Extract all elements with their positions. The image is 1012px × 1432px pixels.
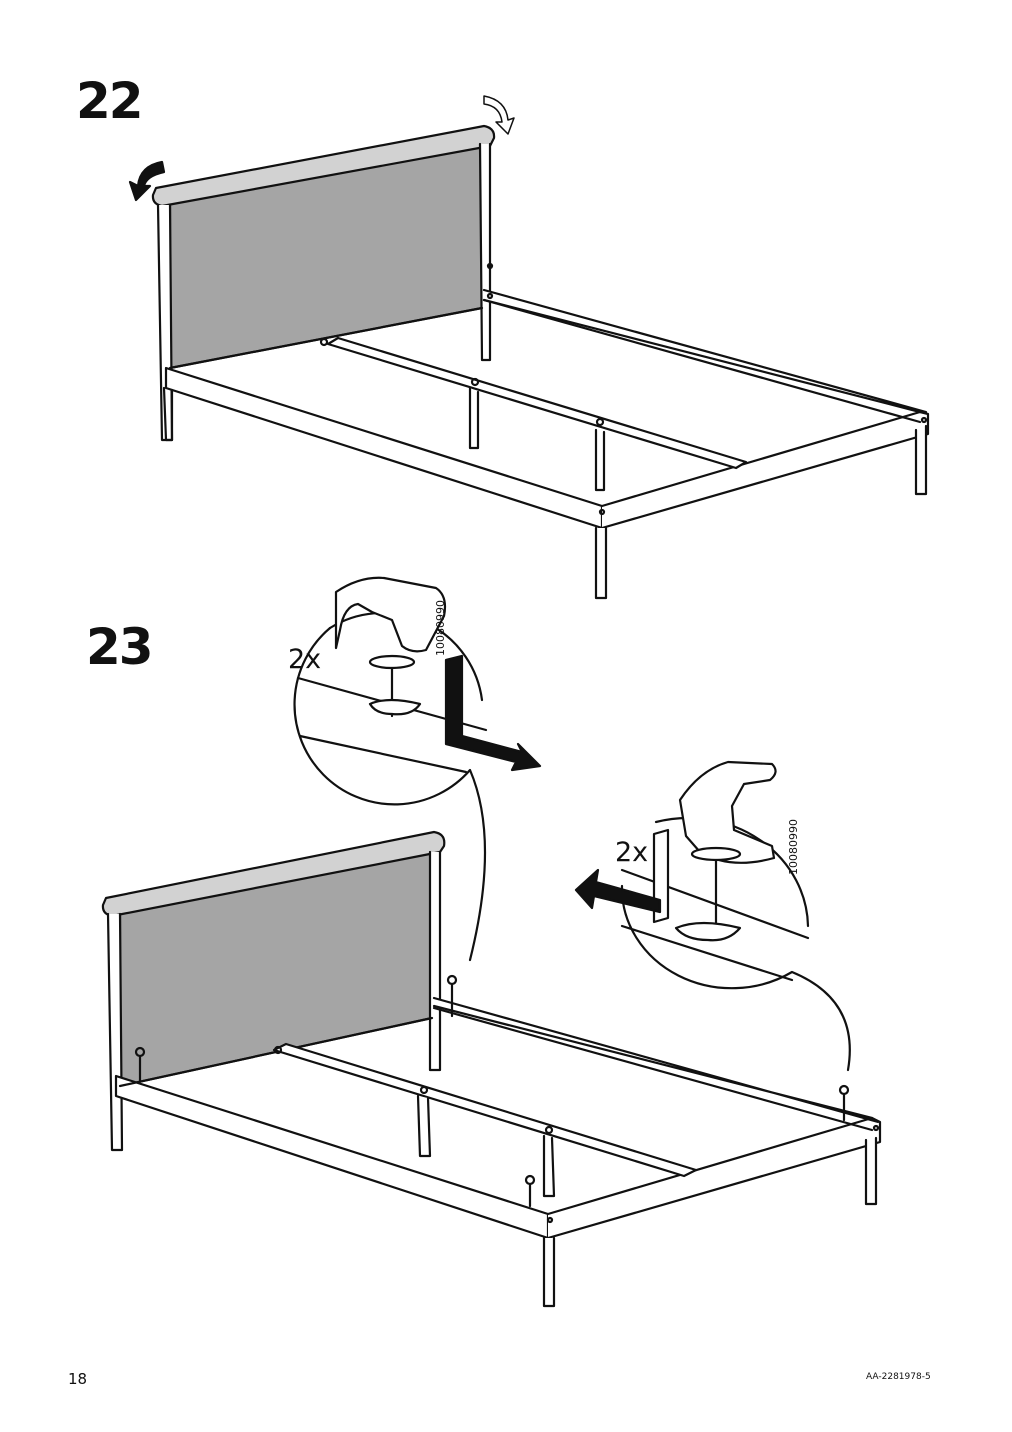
bed-clip-part-1 — [334, 576, 447, 653]
rotate-arrow-left-icon — [128, 160, 166, 202]
part-number-1: 10080990 — [434, 600, 447, 656]
callout-circle-2 — [574, 760, 851, 1072]
bed-clip-part-2 — [678, 760, 777, 864]
part-number-2: 10080990 — [787, 819, 800, 875]
step22-bed-frame — [151, 124, 930, 600]
page-number: 18 — [68, 1370, 88, 1388]
push-arrow-2-icon — [574, 868, 662, 914]
callout-quantity-2: 2x — [615, 837, 649, 868]
step-number-23: 23 — [86, 618, 154, 676]
push-arrow-1-icon — [444, 654, 542, 772]
callout-quantity-1: 2x — [288, 644, 322, 675]
document-code: AA-2281978-5 — [866, 1372, 931, 1382]
step-number-22: 22 — [76, 72, 144, 130]
step23-bed-frame — [101, 830, 882, 1308]
callout-circle-1 — [293, 576, 542, 962]
rotate-arrow-right-icon — [483, 95, 515, 135]
